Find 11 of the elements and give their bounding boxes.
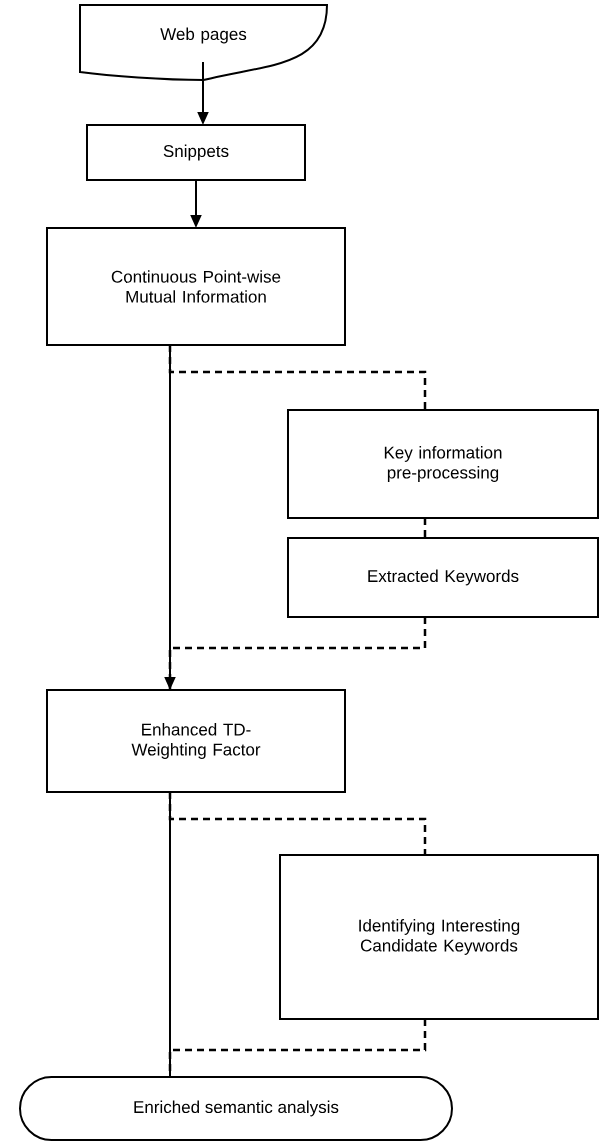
dashed-connector (168, 1019, 427, 1077)
process-box: Enhanced TD-Weighting Factor (46, 689, 346, 793)
dashed-connector (168, 617, 427, 690)
process-box: Continuous Point-wise Mutual Information (46, 227, 346, 346)
process-box: Extracted Keywords (287, 537, 599, 618)
dashed-connector (168, 792, 427, 855)
dashed-connector (168, 345, 427, 410)
dashed-connector (423, 518, 427, 538)
process-box: Key information pre-processing (287, 409, 599, 519)
process-box: Snippets (86, 124, 306, 181)
process-box: Identifying Interesting Candidate Keywords (279, 854, 599, 1020)
